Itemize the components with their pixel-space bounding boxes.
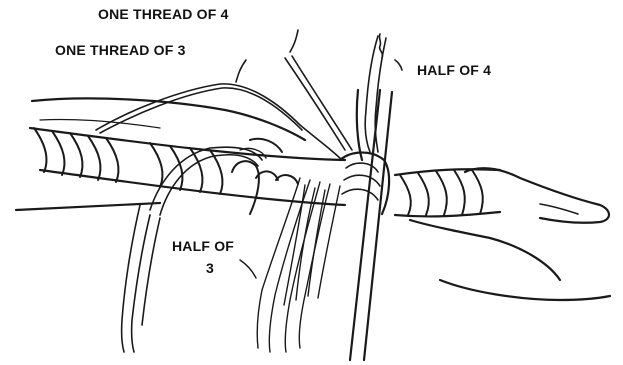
thread-of-4 (285, 30, 352, 150)
label-one-thread-of-3: ONE THREAD OF 3 (55, 42, 186, 58)
half-of-4-strand (365, 34, 402, 152)
rope-twists-right (400, 170, 483, 215)
label-one-thread-of-4: ONE THREAD OF 4 (98, 6, 229, 22)
rope-twists-left (34, 128, 222, 194)
right-hand (410, 168, 610, 300)
label-half-of-3-line1: HALF OF (172, 238, 234, 254)
fingers (232, 139, 298, 214)
fid-tool (350, 90, 392, 360)
label-half-of-4: HALF OF 4 (417, 62, 491, 78)
leader-lines (240, 260, 256, 278)
label-half-of-3-line2: 3 (206, 260, 214, 276)
